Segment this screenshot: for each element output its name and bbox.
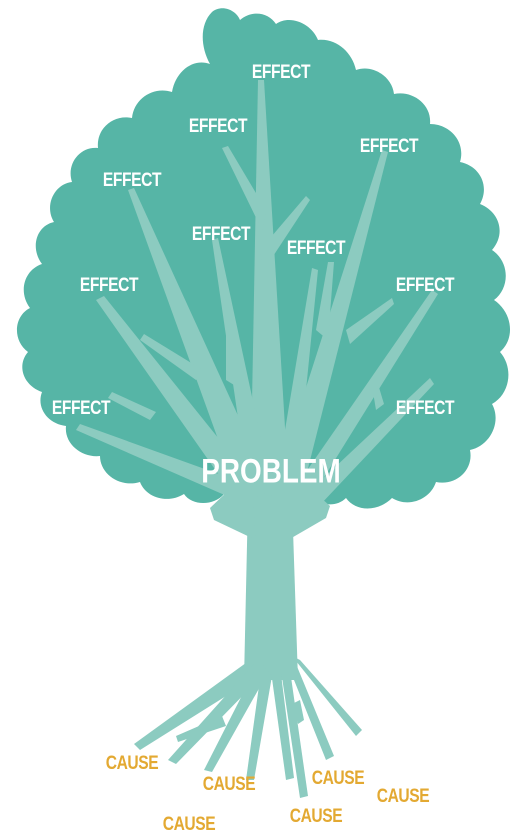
effect-label: EFFECT <box>79 275 139 296</box>
cause-label: CAUSE <box>105 753 159 774</box>
root-right-2 <box>292 656 362 736</box>
twig-upper-left <box>222 146 266 230</box>
effect-label: EFFECT <box>359 136 419 157</box>
root-far-left <box>134 660 258 750</box>
branch-left-3 <box>76 424 252 500</box>
effect-label: EFFECT <box>286 238 346 259</box>
effect-label: EFFECT <box>395 275 455 296</box>
branch-base-left <box>210 470 256 540</box>
effect-label: EFFECT <box>51 398 111 419</box>
branch-left-2 <box>96 296 260 505</box>
cause-label: CAUSE <box>311 768 365 789</box>
twig-right-a <box>346 298 394 344</box>
twig-left-b <box>226 320 234 385</box>
root-right-twig <box>292 700 304 724</box>
cause-label: CAUSE <box>289 806 343 827</box>
branch-right-3 <box>300 378 434 505</box>
root-left-2 <box>204 664 266 772</box>
problem-label: PROBLEM <box>201 452 341 491</box>
root-right-1 <box>286 660 334 760</box>
branch-right-4 <box>275 268 318 490</box>
branch-left-1 <box>128 188 272 500</box>
effect-label: EFFECT <box>102 170 162 191</box>
twig-upper-right <box>260 196 310 270</box>
root-center-1 <box>246 664 272 780</box>
root-center-3 <box>280 664 308 798</box>
branch-right-2 <box>290 290 438 500</box>
root-left-1 <box>168 664 262 764</box>
effect-label: EFFECT <box>191 224 251 245</box>
twig-left-a <box>140 334 206 380</box>
effect-label: EFFECT <box>251 62 311 83</box>
root-left-twig <box>176 716 226 742</box>
twig-right-b <box>316 262 334 340</box>
effect-label: EFFECT <box>395 398 455 419</box>
twig-left-c <box>108 392 156 420</box>
branch-base-right <box>288 470 330 540</box>
trunk-and-branches <box>76 80 438 798</box>
root-center-2 <box>270 664 294 780</box>
cause-label: CAUSE <box>202 774 256 795</box>
twig-right-c <box>372 384 384 410</box>
effect-label: EFFECT <box>188 116 248 137</box>
cause-label: CAUSE <box>162 814 216 835</box>
trunk <box>244 500 298 680</box>
cause-label: CAUSE <box>376 786 430 807</box>
branch-left-4 <box>212 238 272 500</box>
branch-center <box>250 80 290 510</box>
